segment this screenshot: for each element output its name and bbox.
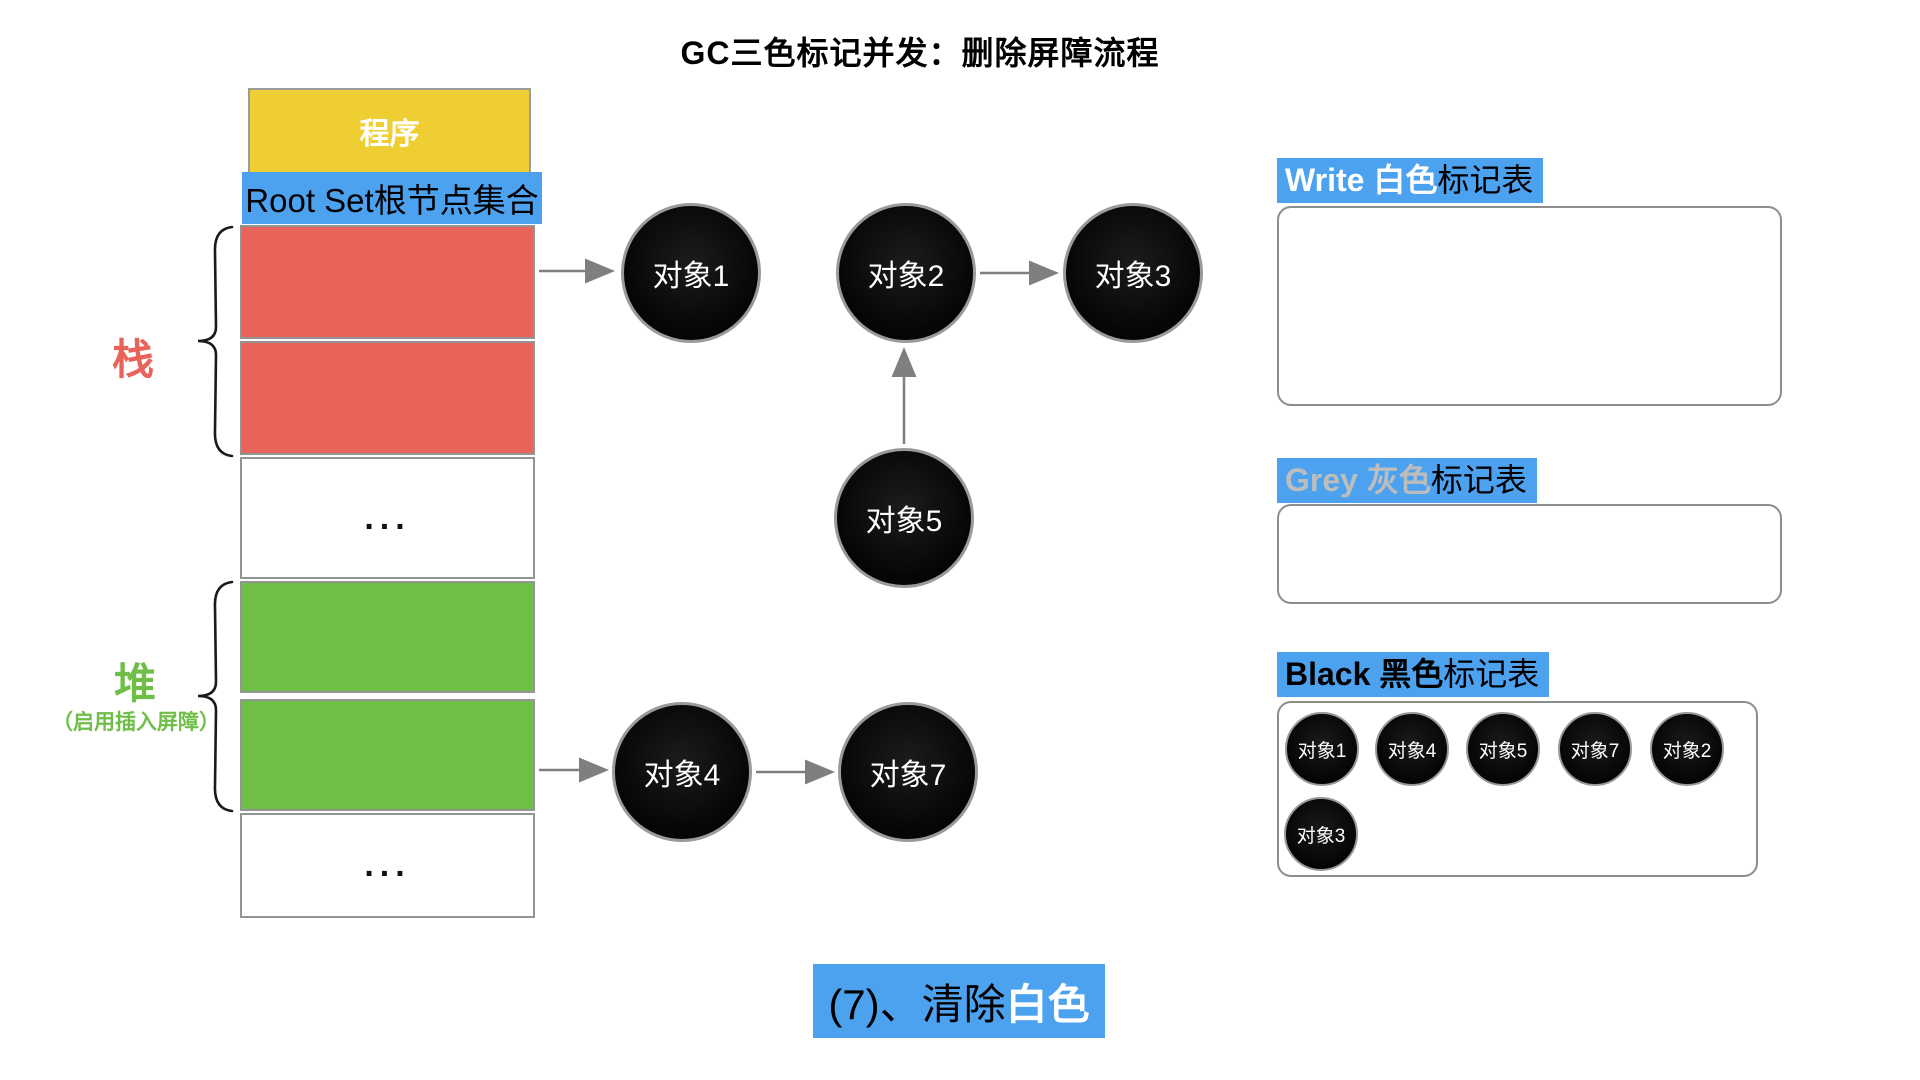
white-table-label-strong: Write 白色 (1285, 162, 1438, 198)
page-title: GC三色标记并发：删除屏障流程 (680, 35, 1160, 71)
black-item-obj1-label: 对象1 (1297, 740, 1347, 762)
stack-brace (197, 225, 234, 458)
black-item-obj5: 对象5 (1466, 712, 1540, 786)
black-item-obj4-label: 对象4 (1387, 740, 1437, 762)
node-obj5-label: 对象5 (865, 505, 943, 538)
heap-sublabel: （启用插入屏障） (52, 711, 220, 734)
black-item-obj2-label: 对象2 (1662, 740, 1712, 762)
black-item-obj4: 对象4 (1375, 712, 1449, 786)
white-table-label-rest: 标记表 (1437, 162, 1534, 198)
heap-slot-1 (240, 581, 535, 693)
root-set-bar: Root Set根节点集合 (242, 172, 542, 224)
stack-label: 栈 (112, 336, 155, 383)
black-item-obj1: 对象1 (1285, 712, 1359, 786)
white-table-label: Write 白色标记表 (1277, 158, 1544, 203)
black-item-obj2: 对象2 (1650, 712, 1724, 786)
node-obj1-label: 对象1 (652, 260, 730, 293)
black-table-panel: 对象1 对象4 对象5 对象7 对象2 对象3 (1277, 701, 1758, 877)
heap-label: 堆 (114, 660, 157, 707)
memory-ellipsis-row-bottom: ... (240, 813, 535, 918)
black-item-obj3-label: 对象3 (1296, 825, 1346, 847)
node-obj3: 对象3 (1063, 203, 1203, 343)
stack-slot-1 (240, 225, 535, 339)
black-item-obj3: 对象3 (1284, 797, 1358, 871)
grey-table-label-rest: 标记表 (1430, 462, 1527, 498)
step-caption-highlight: 白色 (1005, 980, 1090, 1028)
root-set-label: Root Set根节点集合 (245, 182, 539, 219)
step-caption: (7)、清除白色 (813, 964, 1105, 1038)
ellipsis-bottom: ... (364, 846, 411, 884)
black-table-label: Black 黑色标记表 (1277, 652, 1550, 697)
memory-ellipsis-row-top: ... (240, 457, 535, 579)
grey-table-label-strong: Grey 灰色 (1285, 462, 1431, 498)
black-item-obj5-label: 对象5 (1478, 740, 1528, 762)
node-obj2: 对象2 (836, 203, 976, 343)
grey-table-label: Grey 灰色标记表 (1277, 458, 1537, 503)
white-table-panel (1277, 206, 1782, 406)
black-item-obj7: 对象7 (1558, 712, 1632, 786)
node-obj5: 对象5 (834, 448, 974, 588)
stack-slot-2 (240, 341, 535, 455)
step-caption-prefix: (7)、清除 (828, 980, 1006, 1028)
node-obj1: 对象1 (621, 203, 761, 343)
node-obj4-label: 对象4 (643, 759, 721, 792)
node-obj2-label: 对象2 (867, 260, 945, 293)
ellipsis-top: ... (364, 498, 411, 537)
black-item-obj7-label: 对象7 (1570, 740, 1620, 762)
node-obj7-label: 对象7 (869, 759, 947, 792)
node-obj3-label: 对象3 (1094, 260, 1172, 293)
heap-brace (197, 580, 234, 813)
program-box: 程序 (248, 88, 531, 174)
grey-table-panel (1277, 504, 1782, 604)
heap-slot-2 (240, 699, 535, 811)
black-table-label-strong: Black 黑色 (1285, 656, 1444, 692)
program-label: 程序 (359, 118, 420, 151)
node-obj4: 对象4 (612, 702, 752, 842)
node-obj7: 对象7 (838, 702, 978, 842)
black-table-label-rest: 标记表 (1443, 656, 1540, 692)
